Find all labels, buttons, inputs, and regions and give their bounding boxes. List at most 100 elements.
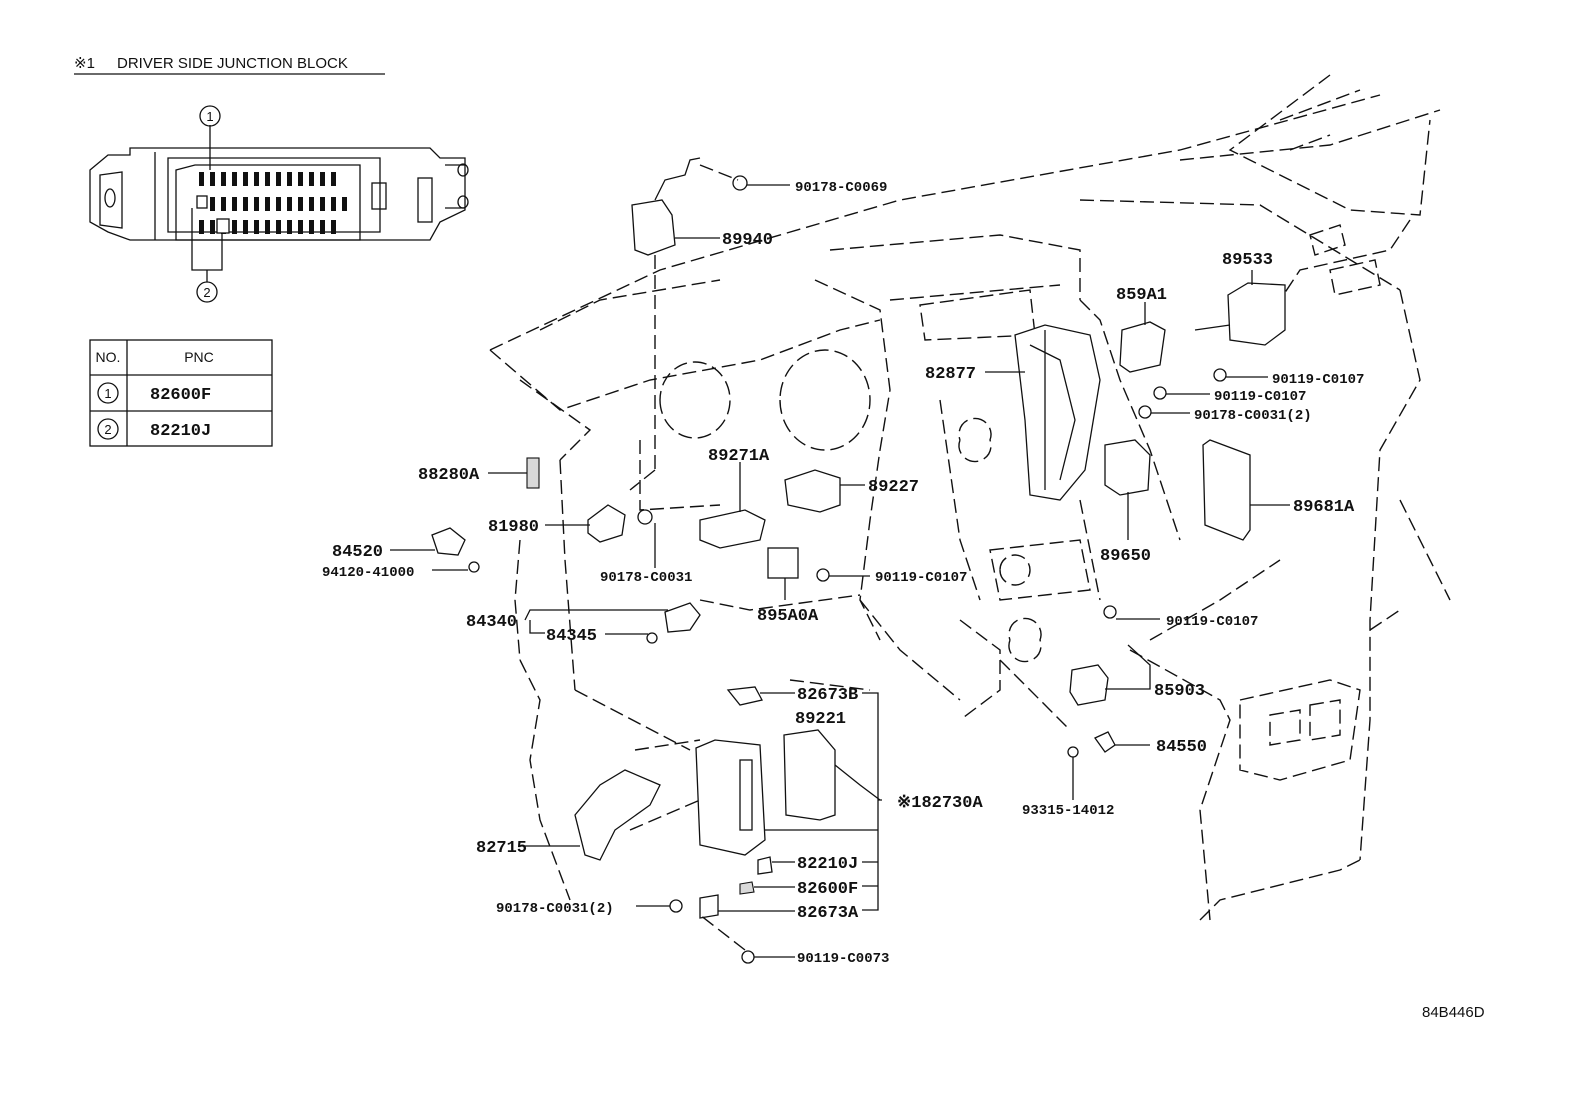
- fuse-slot: [298, 172, 303, 186]
- fuse-slot: [265, 172, 270, 186]
- fuse-slot: [276, 197, 281, 211]
- part-895A0A: [767, 547, 799, 579]
- label-82673A: 82673A: [797, 904, 859, 923]
- callout-number-1: 1: [206, 109, 213, 124]
- label-90119-C0107-a: 90119-C0107: [1272, 372, 1364, 388]
- fuse-slot: [243, 172, 248, 186]
- label-85903: 85903: [1154, 682, 1205, 701]
- fuse-slot: [210, 172, 215, 186]
- fuse-slot: [210, 220, 215, 234]
- fuse-slots: [199, 172, 347, 234]
- dashboard-outline: [489, 74, 1451, 921]
- fuse-slot: [254, 172, 259, 186]
- label-895A0A: 895A0A: [757, 607, 819, 626]
- junction-block-header: ※1 DRIVER SIDE JUNCTION BLOCK: [74, 55, 385, 75]
- part-89533: [1227, 282, 1286, 346]
- fuse-slot: [265, 197, 270, 211]
- fuse-slot: [265, 220, 270, 234]
- bolt-90119-C0107-b: [1153, 386, 1167, 400]
- leader-lines: [390, 184, 1290, 958]
- label-93315-14012: 93315-14012: [1022, 803, 1114, 819]
- label-82600F: 82600F: [797, 880, 858, 899]
- part-82600F: [739, 881, 755, 895]
- callout-number-2: 2: [203, 285, 210, 300]
- part-89227: [784, 469, 841, 513]
- label-90178-C0069: 90178-C0069: [795, 180, 887, 196]
- fuse-slot-2: [216, 218, 230, 234]
- part-82673B: [726, 686, 763, 706]
- part-85903: [1069, 664, 1109, 706]
- fuse-slot: [331, 197, 336, 211]
- fuse-slot: [232, 220, 237, 234]
- label-84550: 84550: [1156, 738, 1207, 757]
- label-82730A: ※182730A: [897, 794, 983, 813]
- label-82715: 82715: [476, 839, 527, 858]
- fuse-slot: [298, 220, 303, 234]
- part-88280A: [526, 457, 540, 489]
- fuse-slot: [232, 172, 237, 186]
- label-82210J: 82210J: [797, 855, 858, 874]
- label-84520: 84520: [332, 543, 383, 562]
- fuse-slot: [287, 197, 292, 211]
- fuse-slot: [254, 220, 259, 234]
- label-84345: 84345: [546, 627, 597, 646]
- part-81980: [587, 504, 626, 543]
- fuse-slot: [309, 197, 314, 211]
- label-82673B: 82673B: [797, 686, 858, 705]
- header-title: DRIVER SIDE JUNCTION BLOCK: [117, 55, 348, 72]
- fuse-slot: [342, 197, 347, 211]
- table-row-2-pnc: 82210J: [150, 422, 211, 441]
- label-90119-C0107-d: 90119-C0107: [1166, 614, 1258, 630]
- part-82730A: [695, 739, 766, 856]
- nut-90178-C0069: [732, 175, 748, 191]
- label-89650: 89650: [1100, 547, 1151, 566]
- fuse-slot: [276, 220, 281, 234]
- fuse-slot: [221, 172, 226, 186]
- nut-90178-C0031-2b: [669, 899, 683, 913]
- fuse-slot: [331, 220, 336, 234]
- fuse-slot: [210, 197, 215, 211]
- part-82673A: [699, 894, 719, 919]
- bolt-93315-14012: [1067, 746, 1079, 758]
- label-82877: 82877: [925, 365, 976, 384]
- callout-circle-2: [196, 281, 218, 303]
- fuse-slot: [243, 220, 248, 234]
- label-89681A: 89681A: [1293, 498, 1355, 517]
- part-84550: [1094, 731, 1116, 753]
- table-row-1-no: 1: [104, 386, 111, 401]
- fuse-slot: [287, 220, 292, 234]
- fuse-slot: [254, 197, 259, 211]
- part-82715: [574, 769, 661, 861]
- fuse-slot: [232, 197, 237, 211]
- part-84520: [431, 527, 466, 556]
- fuse-slot: [320, 220, 325, 234]
- table-header-no: NO.: [96, 349, 121, 365]
- fuse-slot: [221, 197, 226, 211]
- fuse-slot: [331, 172, 336, 186]
- label-859A1: 859A1: [1116, 286, 1167, 305]
- fuse-slot: [309, 172, 314, 186]
- table-row-1-pnc: 82600F: [150, 386, 211, 405]
- fuse-slot: [309, 220, 314, 234]
- label-90178-C0031: 90178-C0031: [600, 570, 692, 586]
- label-90178-C0031-2b: 90178-C0031(2): [496, 901, 614, 917]
- pnc-table: NO. PNC 1 82600F 2 82210J: [89, 339, 273, 447]
- label-89533: 89533: [1222, 251, 1273, 270]
- nut-94120-41000: [468, 561, 480, 573]
- diagram-code: 84B446D: [1422, 1004, 1485, 1021]
- part-89271A: [699, 509, 766, 549]
- bolt-90119-C0107-a: [1213, 368, 1227, 382]
- label-90119-C0107-c: 90119-C0107: [875, 570, 967, 586]
- part-89221: [783, 729, 836, 821]
- fuse-slot: [287, 172, 292, 186]
- label-84340: 84340: [466, 613, 517, 632]
- fuse-slot: [199, 220, 204, 234]
- label-81980: 81980: [488, 518, 539, 537]
- fuse-slot: [320, 197, 325, 211]
- part-859A1: [1119, 321, 1166, 373]
- part-84345: [664, 602, 701, 633]
- label-90178-C0031-2a: 90178-C0031(2): [1194, 408, 1312, 424]
- junction-block-drawing: 1 2: [89, 105, 469, 303]
